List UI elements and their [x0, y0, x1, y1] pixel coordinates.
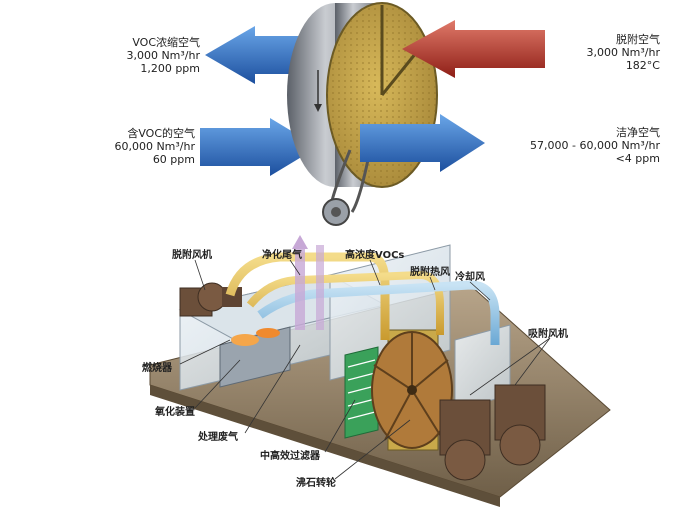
label-purified-exhaust: 净化尾气	[262, 250, 302, 261]
rotation-arrow-head	[314, 104, 322, 112]
adsorption-fan-1	[439, 399, 491, 481]
desorption-air-name: 脱附空气	[616, 33, 660, 46]
label-burner: 燃烧器	[142, 363, 172, 374]
label-oxidation-device: 氧化装置	[155, 407, 195, 418]
desorption-air-flow: 3,000 Nm³/hr	[586, 46, 660, 59]
rotor-flow-diagram	[200, 2, 545, 226]
duct-desorption-hot-air	[246, 270, 444, 335]
concentrated-voc-label: VOC浓缩空气 3,000 Nm³/hr 1,200 ppm	[110, 36, 200, 75]
label-treated-exhaust: 处理废气	[198, 432, 238, 443]
concentrated-voc-name: VOC浓缩空气	[132, 36, 200, 49]
duct-cooling-air	[257, 280, 500, 345]
desorption-air-value: 182°C	[625, 59, 660, 72]
voc-laden-air-value: 60 ppm	[152, 153, 195, 166]
adsorption-fan-2	[494, 384, 546, 466]
rotor-sector-divider	[380, 5, 422, 96]
label-high-conc-voc: 高浓度VOCs	[345, 250, 405, 261]
concentrated-voc-flow: 3,000 Nm³/hr	[126, 49, 200, 62]
hepa-filter-pleats	[347, 359, 376, 420]
burner-glow	[231, 328, 280, 346]
voc-laden-air-name: 含VOC的空气	[127, 127, 195, 140]
label-desorption-hot-air: 脱附热风	[410, 267, 450, 278]
label-cooling-air: 冷却风	[455, 272, 485, 283]
label-zeolite-rotor: 沸石转轮	[296, 478, 336, 489]
drive-motor-hub	[331, 207, 341, 217]
desorption-air-arrow	[402, 20, 545, 78]
concentrated-voc-value: 1,200 ppm	[140, 62, 200, 75]
clean-air-name: 洁净空气	[616, 126, 660, 139]
voc-laden-air-arrow	[200, 118, 318, 176]
exhaust-arrow-head	[292, 235, 308, 249]
desorption-air-label: 脱附空气 3,000 Nm³/hr 182°C	[550, 33, 660, 72]
clean-air-value: <4 ppm	[615, 152, 660, 165]
clean-air-label: 洁净空气 57,000 - 60,000 Nm³/hr <4 ppm	[490, 126, 660, 165]
clean-air-flow: 57,000 - 60,000 Nm³/hr	[530, 139, 660, 152]
label-adsorption-fan: 吸附风机	[528, 329, 568, 340]
label-desorption-fan: 脱附风机	[172, 250, 212, 261]
label-hepa-filter: 中高效过滤器	[260, 451, 320, 462]
voc-laden-air-flow: 60,000 Nm³/hr	[114, 140, 195, 153]
clean-air-arrow	[360, 114, 485, 172]
voc-laden-air-label: 含VOC的空气 60,000 Nm³/hr 60 ppm	[95, 127, 195, 166]
system-isometric-diagram	[149, 235, 611, 507]
